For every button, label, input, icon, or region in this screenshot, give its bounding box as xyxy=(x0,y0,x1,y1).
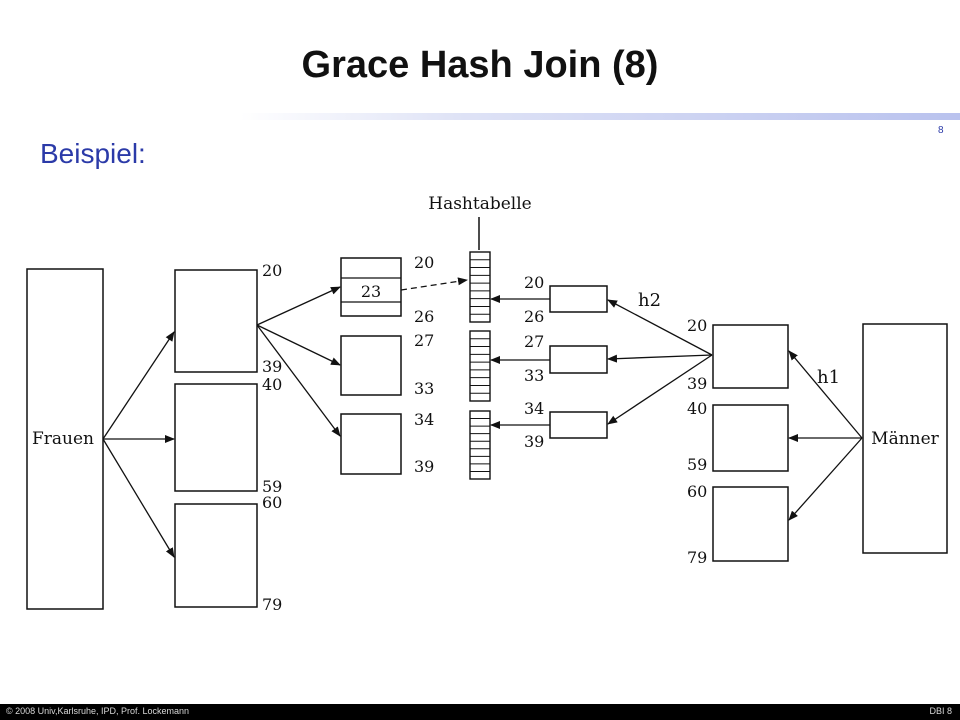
right-partition-2-low: 40 xyxy=(687,399,707,418)
right-subpartition-2-high: 33 xyxy=(524,366,544,385)
hashtable-1 xyxy=(469,251,491,323)
sub-partition-2-low: 27 xyxy=(414,331,434,350)
h2-label: h2 xyxy=(638,290,661,311)
right-subpartition-1-low: 20 xyxy=(524,273,544,292)
arrow-frauen-to-partition-3 xyxy=(102,438,175,558)
sub-partition-1-entry: 23 xyxy=(361,282,381,301)
h1-label: h1 xyxy=(817,367,840,388)
maenner-label: Männer xyxy=(871,429,940,449)
left-partition-3 xyxy=(174,503,258,608)
slide-title: Grace Hash Join (8) xyxy=(301,44,659,86)
right-subpartition-1 xyxy=(549,285,608,313)
right-subpartition-2 xyxy=(549,345,608,374)
right-partition-1-high: 39 xyxy=(687,374,707,393)
arrow-right-partition-to-sub-2 xyxy=(607,354,713,363)
footer-page-id: DBI 8 xyxy=(929,706,952,716)
footer-bar: © 2008 Univ,Karlsruhe, IPD, Prof. Lockem… xyxy=(0,704,960,720)
arrow-right-partition-to-sub-3 xyxy=(607,354,713,425)
sub-partition-1-high: 26 xyxy=(414,307,434,326)
sub-partition-2 xyxy=(340,335,402,396)
right-partition-2 xyxy=(712,404,789,472)
page-marker: 8 xyxy=(938,125,944,136)
slide-subtitle: Beispiel: xyxy=(40,138,146,169)
arrow-right-partition-to-sub-1 xyxy=(607,299,713,356)
right-subpartition-3-high: 39 xyxy=(524,432,544,451)
right-partition-3-high: 79 xyxy=(687,548,707,567)
title-divider xyxy=(240,113,960,120)
right-partition-3 xyxy=(712,486,789,562)
footer-copyright: © 2008 Univ,Karlsruhe, IPD, Prof. Lockem… xyxy=(6,706,190,716)
left-partition-1-high: 39 xyxy=(262,357,282,376)
maenner-relation-box xyxy=(862,323,948,554)
left-partition-2-high: 59 xyxy=(262,477,282,496)
arrow-partition-1-to-sub-1 xyxy=(256,286,341,326)
frauen-label: Frauen xyxy=(32,429,94,449)
right-subpartition-1-high: 26 xyxy=(524,307,544,326)
hashtable-label: Hashtabelle xyxy=(428,194,531,214)
arrow-maenner-to-partition-3 xyxy=(788,437,863,521)
right-subpartition-3 xyxy=(549,411,608,439)
arrow-maenner-to-partition-1 xyxy=(788,350,863,439)
sub-partition-3-low: 34 xyxy=(414,410,434,429)
hashtable-3 xyxy=(469,410,491,480)
right-partition-1-low: 20 xyxy=(687,316,707,335)
arrow-partition-1-to-sub-3 xyxy=(256,324,341,437)
right-subpartition-2-low: 27 xyxy=(524,332,544,351)
right-partition-1 xyxy=(712,324,789,389)
left-partition-3-high: 79 xyxy=(262,595,282,614)
left-partition-2-low: 40 xyxy=(262,375,282,394)
left-partition-3-low: 60 xyxy=(262,493,282,512)
sub-partition-3-high: 39 xyxy=(414,457,434,476)
arrow-partition-1-to-sub-2 xyxy=(256,324,341,366)
right-partition-3-low: 60 xyxy=(687,482,707,501)
sub-partition-3 xyxy=(340,413,402,475)
left-partition-1-low: 20 xyxy=(262,261,282,280)
hashtable-2 xyxy=(469,330,491,402)
left-partition-1 xyxy=(174,269,258,373)
dashed-lookup-arrow xyxy=(400,277,468,291)
right-subpartition-3-low: 34 xyxy=(524,399,544,418)
sub-partition-1-low: 20 xyxy=(414,253,434,272)
right-partition-2-high: 59 xyxy=(687,455,707,474)
sub-partition-1 xyxy=(340,257,402,317)
left-partition-2 xyxy=(174,383,258,492)
arrow-frauen-to-partition-1 xyxy=(102,331,175,440)
sub-partition-2-high: 33 xyxy=(414,379,434,398)
